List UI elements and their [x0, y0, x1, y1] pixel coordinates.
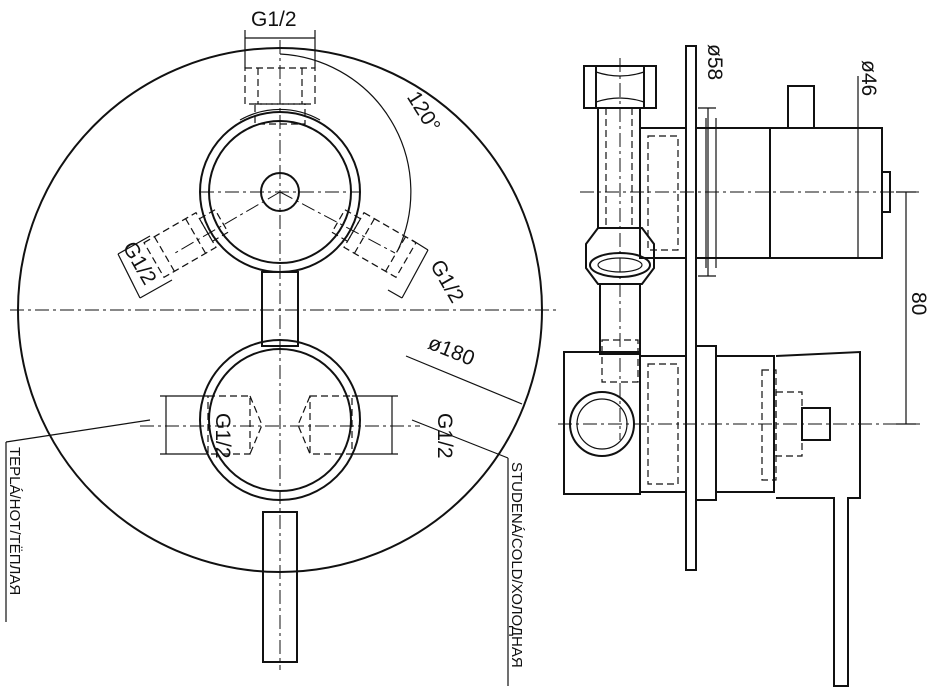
side-view: ø58 ø46 80	[558, 44, 930, 687]
diverter-body-side	[639, 85, 891, 268]
right-thread-label: G1/2	[425, 256, 468, 307]
front-view: G1/2 120° G1/2 G1/2 ø180	[5, 8, 560, 686]
lower-right-inlet	[297, 395, 353, 455]
dim-side-diameter-1: ø58	[698, 44, 726, 277]
diverter-inner-ring	[208, 120, 352, 264]
supply-pipe-lower	[599, 283, 641, 355]
side-distance-label: 80	[907, 292, 930, 315]
middle-nut	[585, 227, 655, 285]
cold-label: STUDENÁ/COLD/ХОЛОДНАЯ	[508, 462, 525, 668]
side-diameter-2-label: ø46	[857, 60, 880, 96]
left-thread-label: G1/2	[118, 238, 161, 289]
hot-leader: TEPLÁ/HOT/ТЁПЛАЯ	[5, 419, 151, 622]
lower-left-thread-label: G1/2	[211, 413, 234, 459]
diameter-label: ø180	[425, 331, 478, 370]
dim-top-thread: G1/2	[244, 8, 316, 68]
diverter-centerline-left	[174, 191, 281, 254]
lever-handle	[262, 511, 298, 663]
cover-plate-side	[685, 45, 697, 571]
dim-lower-right-thread: G1/2	[352, 395, 456, 459]
top-thread-label: G1/2	[251, 8, 297, 31]
dim-side-distance: 80	[896, 191, 930, 425]
left-fitting	[143, 208, 229, 279]
lower-left-inlet	[207, 395, 263, 455]
dim-right-thread: G1/2	[387, 239, 468, 307]
right-fitting	[331, 208, 417, 279]
connecting-stem	[261, 271, 299, 347]
mixer-outer-ring	[199, 339, 361, 501]
mixer-body-side	[563, 345, 861, 687]
diverter-spindle	[260, 172, 300, 212]
top-fitting	[244, 67, 316, 125]
diverter-centerline-right	[279, 191, 396, 254]
dim-lower-left-thread: G1/2	[160, 395, 234, 459]
supply-pipe-upper	[597, 107, 641, 229]
cold-leader: STUDENÁ/COLD/ХОЛОДНАЯ	[411, 419, 525, 686]
dim-left-thread: G1/2	[117, 235, 173, 299]
diverter-arc	[239, 108, 321, 121]
lower-right-thread-label: G1/2	[433, 413, 456, 459]
side-diameter-1-label: ø58	[703, 44, 726, 80]
dim-diameter: ø180	[405, 331, 523, 405]
dim-side-diameter-2: ø46	[850, 60, 880, 259]
hot-label: TEPLÁ/HOT/ТЁПЛАЯ	[6, 447, 23, 595]
dim-angle: 120°	[279, 53, 445, 251]
angle-label: 120°	[402, 87, 445, 136]
mixer-inner-ring	[208, 348, 352, 492]
